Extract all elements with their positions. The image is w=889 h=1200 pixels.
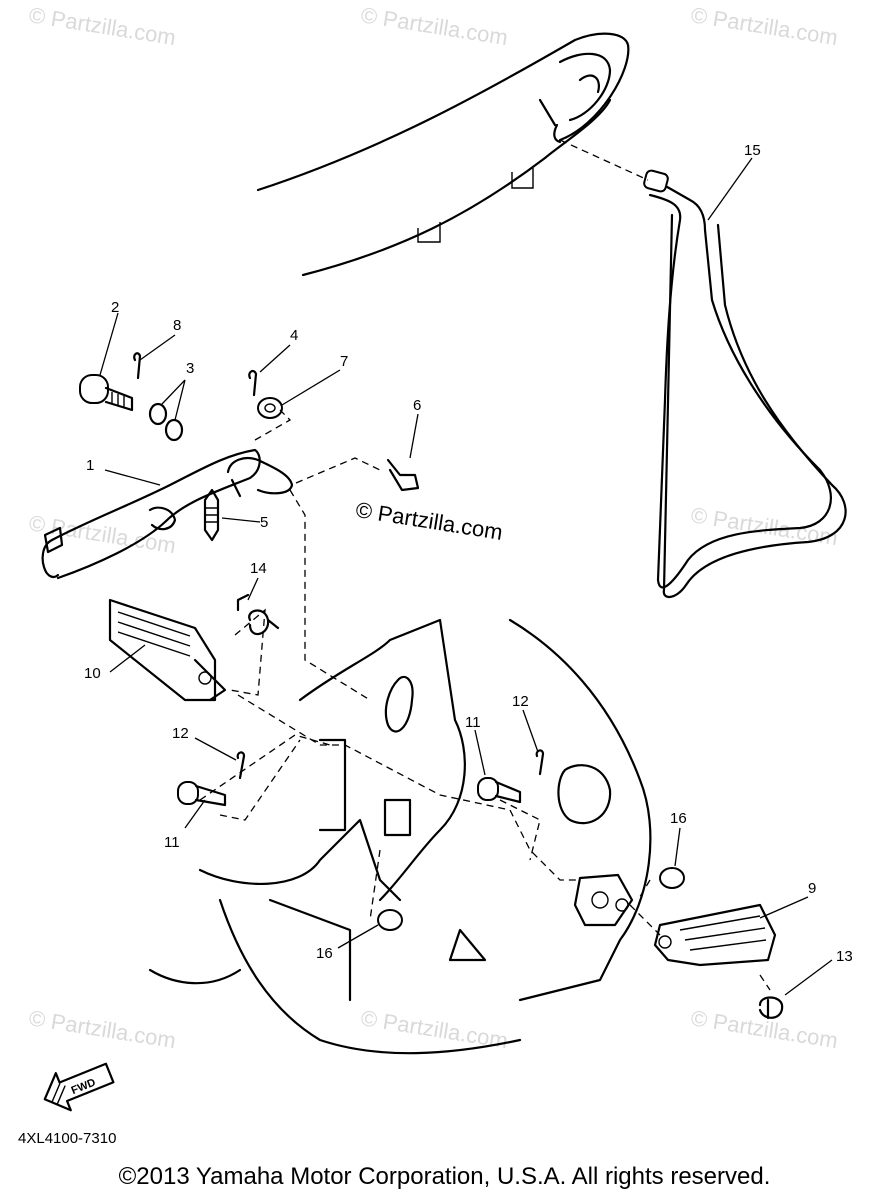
watermark-3: © Partzilla.com xyxy=(689,2,839,50)
callout-numbers: 1 2 3 4 5 6 7 8 9 10 11 12 13 14 15 16 1… xyxy=(84,142,853,965)
pivot-bolt xyxy=(79,374,109,404)
diagram-code: 4XL4100-7310 xyxy=(18,1130,117,1147)
spring-14 xyxy=(236,593,280,636)
seat-fender xyxy=(256,32,630,277)
bolts xyxy=(177,749,784,1020)
brake-pedal xyxy=(41,448,294,580)
cotter-pin-4 xyxy=(248,369,258,397)
callout-14: 14 xyxy=(250,560,267,577)
callout-15: 15 xyxy=(744,142,761,159)
small-parts xyxy=(79,352,420,636)
callout-12b: 12 xyxy=(512,693,529,710)
footrest-right xyxy=(653,903,777,967)
callout-1: 1 xyxy=(86,457,94,474)
callout-9: 9 xyxy=(808,880,816,897)
bushing-16b xyxy=(659,867,685,889)
callout-13: 13 xyxy=(836,948,853,965)
watermark-8: © Partzilla.com xyxy=(689,1005,839,1053)
o-ring-b xyxy=(164,418,184,442)
copyright-notice: ©2013 Yamaha Motor Corporation, U.S.A. A… xyxy=(118,1163,771,1190)
watermark-2: © Partzilla.com xyxy=(359,2,509,50)
bolt-11a xyxy=(177,781,199,805)
callout-11b: 11 xyxy=(465,714,481,731)
cotter-pin-8 xyxy=(133,352,142,380)
leader-lines xyxy=(99,157,833,996)
callout-7: 7 xyxy=(340,353,348,370)
clip-13 xyxy=(758,996,784,1020)
assembly-lines xyxy=(199,139,771,991)
return-spring xyxy=(203,488,220,542)
o-ring-a xyxy=(148,402,168,426)
callout-16a: 16 xyxy=(316,945,333,962)
stand-end-cap xyxy=(643,169,669,193)
watermark-6: © Partzilla.com xyxy=(27,1005,177,1053)
callout-16b: 16 xyxy=(670,810,687,827)
frame xyxy=(148,618,685,1055)
callout-12a: 12 xyxy=(172,725,189,742)
callout-3: 3 xyxy=(186,360,194,377)
callout-8: 8 xyxy=(173,317,181,334)
callout-10: 10 xyxy=(84,665,101,682)
footrest-left xyxy=(108,598,227,702)
washer-7 xyxy=(257,397,283,419)
callout-5: 5 xyxy=(260,514,268,531)
callout-11a: 11 xyxy=(164,834,180,851)
callout-2: 2 xyxy=(111,299,119,316)
fwd-arrow-icon: FWD xyxy=(43,1062,115,1112)
clevis-pin xyxy=(386,458,420,492)
callout-6: 6 xyxy=(413,397,421,414)
bushing-16a xyxy=(377,909,403,931)
stand-bar xyxy=(643,169,847,598)
bolt-11b xyxy=(477,777,499,801)
watermark-1: © Partzilla.com xyxy=(27,2,177,50)
callout-4: 4 xyxy=(290,327,298,344)
